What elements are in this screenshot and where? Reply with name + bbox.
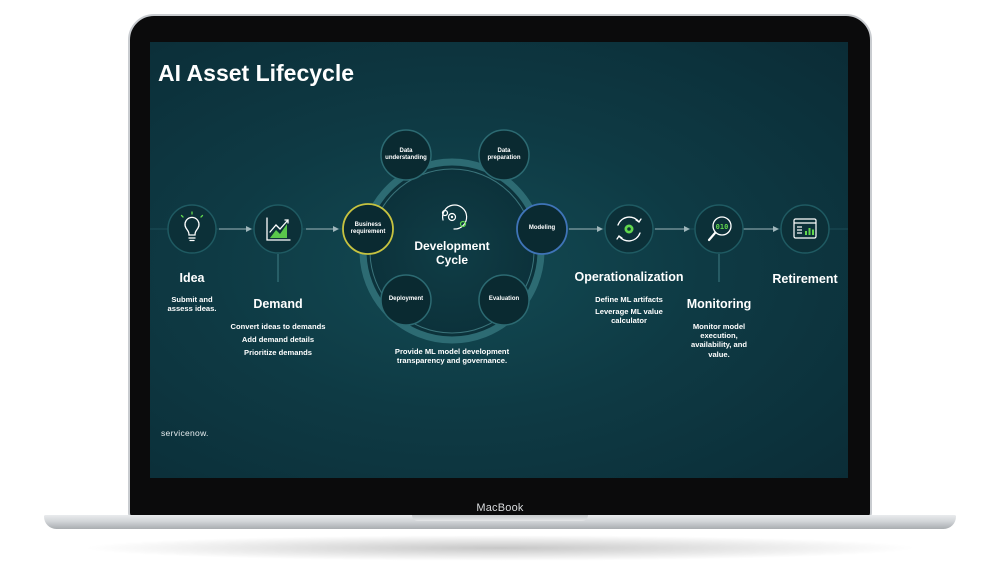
lifecycle-diagram: 010 (150, 129, 848, 344)
trend-chart-icon (266, 217, 291, 241)
node-evaluation (478, 274, 530, 326)
stage-title-idea: Idea (179, 271, 205, 285)
monitoring-node (694, 204, 744, 254)
laptop-base (44, 515, 956, 529)
stage-title-retirement: Retirement (772, 272, 838, 286)
macbook-label: MacBook (476, 502, 524, 514)
stage-title-monitoring: Monitoring (686, 297, 752, 311)
process-cycle-icon (441, 204, 468, 230)
label-deployment: Deployment (388, 296, 424, 302)
stage-desc-development: Provide ML model development transparenc… (394, 347, 510, 366)
label-modeling: Modeling (528, 225, 556, 231)
slide-screen: AI Asset Lifecycle (150, 42, 848, 478)
retirement-node (780, 204, 830, 254)
stage-title-operationalization: Operationalization (574, 270, 684, 284)
dashboard-window-icon (793, 218, 817, 239)
svg-text:010: 010 (716, 223, 729, 231)
stage-title-demand: Demand (253, 297, 303, 311)
demand-node (253, 204, 303, 254)
idea-node (167, 204, 217, 254)
stage-desc-operationalization: Define ML artifacts Leverage ML value ca… (595, 295, 663, 326)
laptop-shadow (80, 535, 920, 561)
node-business-requirement (342, 203, 394, 255)
node-modeling (516, 203, 568, 255)
label-data-preparation: Data preparation (487, 148, 521, 161)
binary-magnifier-icon: 010 (707, 216, 732, 242)
label-evaluation: Evaluation (488, 296, 520, 302)
node-data-preparation (478, 129, 530, 181)
servicenow-logo: servicenow. (161, 428, 209, 438)
development-cycle-title: Development Cycle (414, 239, 490, 267)
laptop-notch (412, 515, 588, 521)
stage-desc-idea: Submit and assess ideas. (167, 295, 217, 314)
lightbulb-icon (180, 211, 204, 242)
label-data-understanding: Data understanding (385, 148, 427, 161)
label-business-requirement: Business requirement (350, 222, 386, 235)
node-deployment (380, 274, 432, 326)
stage-desc-monitoring: Monitor model execution, availability, a… (691, 322, 747, 359)
gear-cycle-icon (616, 216, 642, 242)
slide-title: AI Asset Lifecycle (158, 60, 355, 86)
stage-desc-demand: Convert ideas to demands Add demand deta… (230, 322, 326, 358)
node-data-understanding (380, 129, 432, 181)
